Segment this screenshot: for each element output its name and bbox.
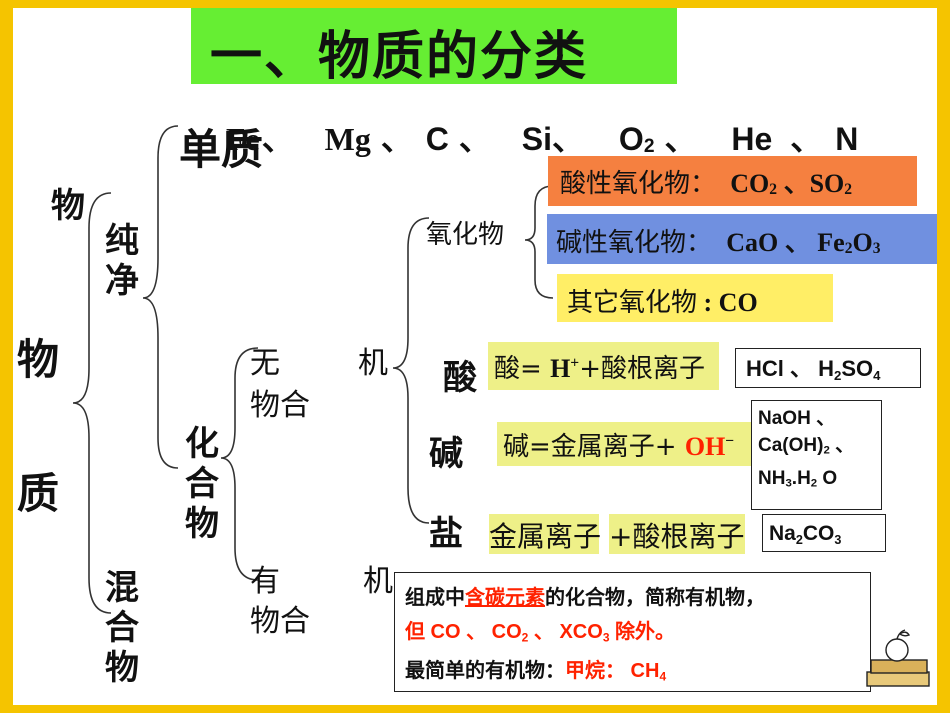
salt-definition-2: +酸根离子 [609, 520, 745, 553]
apple-on-books-icon [866, 629, 930, 687]
bracket-compound [220, 347, 259, 581]
base-definition: 碱=金属离子+ OH− [503, 432, 735, 462]
inorganic-part-1: 无 [250, 346, 280, 381]
other-oxide-text: 其它氧化物 : CO [567, 288, 758, 318]
bracket-pure [142, 125, 179, 469]
acid-definition: 酸= H++酸根离子 [494, 354, 705, 384]
sep-2: 、 [380, 121, 413, 157]
acidic-oxide-text: 酸性氧化物： CO2 、SO2 [560, 169, 853, 199]
element-mg: Mg [324, 121, 371, 157]
page-title: 一、物质的分类 [210, 27, 589, 87]
element-examples: Fe、 Mg、 C、 Si、 O2、 He、 N [226, 121, 859, 158]
acid-label: 酸 [443, 358, 477, 398]
matter-char-2: 质 [17, 469, 60, 518]
salt-definition-box-2 [609, 514, 745, 554]
acid-definition-box [488, 342, 719, 390]
mixture-label-3: 物 [105, 648, 139, 688]
sep-1: 、 [261, 121, 294, 157]
organic-note-line-1: 组成中含碳元素的化合物，简称有机物， [405, 587, 765, 609]
organic-part-1: 有 [250, 564, 280, 599]
salt-definition-box-1 [489, 514, 599, 554]
inorganic-part-3: 物合 [250, 388, 310, 423]
acidic-oxide-label: 酸性氧化物： [560, 169, 717, 199]
organic-part-2: 机 [363, 564, 393, 599]
acidic-oxide-box [548, 156, 917, 206]
sep-5: 、 [664, 121, 697, 157]
compound-label-1: 化 [185, 424, 219, 464]
bracket-matter [72, 192, 112, 614]
basic-oxide-label: 碱性氧化物： [556, 228, 713, 258]
basic-oxide-text: 碱性氧化物： CaO 、 Fe2O3 [556, 228, 881, 258]
organic-note-line-2: 但 CO 、 CO2 、 XCO3 除外。 [405, 621, 676, 645]
element-si: Si [521, 121, 553, 157]
salt-examples: Na2CO3 [762, 514, 886, 552]
pure-label-2: 净 [105, 261, 139, 301]
matter-char-1: 物 [17, 335, 60, 384]
sep-4: 、 [552, 121, 585, 157]
pure-label-1: 纯 [105, 221, 139, 261]
basic-oxide-box [547, 214, 937, 264]
mixture-label-2: 合 [105, 608, 139, 648]
base-definition-box [497, 422, 753, 466]
element-he: He [731, 121, 773, 157]
carbon-highlight: 含碳元素 [465, 587, 545, 609]
element-c: C [425, 121, 449, 157]
top-char: 物 [51, 186, 85, 226]
bracket-lines [72, 125, 554, 614]
element-label: 单质 [179, 125, 264, 174]
inorganic-part-2: 机 [358, 346, 388, 381]
organic-part-3: 物合 [250, 604, 310, 639]
salt-label: 盐 [429, 514, 463, 554]
title-background [191, 8, 677, 84]
salt-definition-1: 金属离子 [489, 520, 602, 553]
bracket-oxide [524, 185, 554, 299]
hydroxide-ion: OH− [684, 432, 735, 461]
oxide-label: 氧化物 [426, 220, 505, 250]
compound-label-3: 物 [185, 504, 219, 544]
compound-label-2: 合 [185, 464, 219, 504]
bracket-inorganic [392, 217, 430, 524]
acid-examples: HCl 、 H2SO4 [735, 348, 921, 388]
other-oxide-box [557, 274, 833, 322]
slide: 一、物质的分类 物 质 物 纯 净 混 合 物 单质 Fe、 Mg、 C、 Si… [13, 8, 937, 705]
mixture-label-1: 混 [105, 568, 139, 608]
organic-note-box: 组成中含碳元素的化合物，简称有机物， 但 CO 、 CO2 、 XCO3 除外。… [394, 572, 871, 692]
base-examples: NaOH 、 Ca(OH)2 、 NH3.H2 O [751, 400, 882, 510]
organic-note-line-3: 最简单的有机物：甲烷： CH4 [405, 660, 667, 684]
base-label: 碱 [429, 434, 463, 474]
element-n: N [835, 121, 859, 157]
sep-3: 、 [458, 121, 491, 157]
element-fe: Fe [226, 121, 260, 157]
sep-6: 、 [790, 121, 823, 157]
